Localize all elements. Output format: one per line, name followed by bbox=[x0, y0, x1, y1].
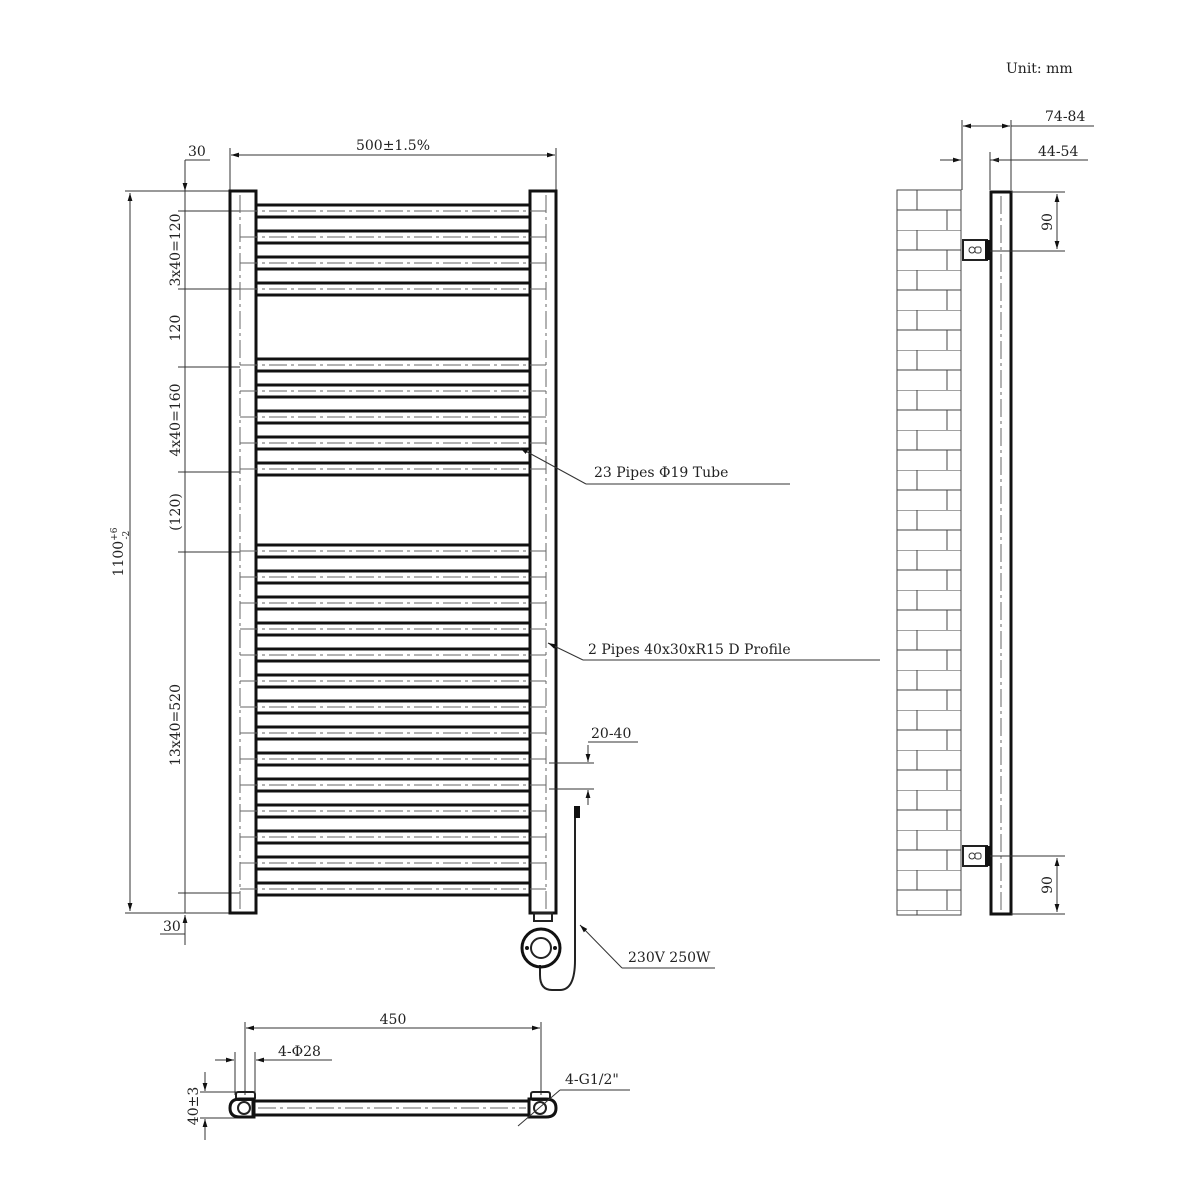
height-dimension-label: 1100+6-2 bbox=[110, 527, 132, 576]
element-offset-label: 20-40 bbox=[591, 726, 631, 742]
segment-label-2: 120 bbox=[168, 315, 184, 342]
holes-label: 4-Φ28 bbox=[278, 1044, 321, 1060]
wall-bracket-top bbox=[962, 239, 990, 261]
brick-wall bbox=[896, 189, 962, 916]
right-column bbox=[528, 189, 558, 915]
profile-callout: 2 Pipes 40x30xR15 D Profile bbox=[588, 642, 791, 658]
element-callout: 230V 250W bbox=[628, 950, 711, 966]
depth-outer-label: 74-84 bbox=[1045, 109, 1085, 125]
segment-label-4: (120) bbox=[168, 493, 184, 531]
depth-inner-label: 44-54 bbox=[1038, 144, 1078, 160]
bottom-offset-label: 30 bbox=[163, 919, 181, 935]
side-column bbox=[989, 190, 1013, 916]
thread-label: 4-G1/2" bbox=[565, 1072, 619, 1088]
side-view: 74-84 44-54 90 90 bbox=[896, 109, 1094, 916]
offset-label: 40±3 bbox=[186, 1087, 202, 1125]
bracket-top-label: 90 bbox=[1040, 213, 1056, 231]
left-valve bbox=[228, 1091, 256, 1119]
tubes-callout: 23 Pipes Φ19 Tube bbox=[594, 465, 728, 481]
front-view: 500±1.5% 30 1100+6-2 3x40=120 120 4x40=1… bbox=[110, 138, 880, 991]
wall-bracket-bottom bbox=[962, 845, 990, 867]
unit-label: Unit: mm bbox=[1006, 61, 1073, 77]
horizontal-tubes bbox=[240, 203, 546, 897]
bracket-bottom-label: 90 bbox=[1040, 876, 1056, 894]
segment-label-3: 4x40=160 bbox=[168, 383, 184, 456]
heating-element bbox=[520, 806, 580, 991]
centers-label: 450 bbox=[380, 1012, 407, 1028]
top-offset-label: 30 bbox=[188, 144, 206, 160]
top-view: 450 4-Φ28 40±3 4-G1/2" bbox=[186, 1012, 630, 1140]
segment-label-1: 3x40=120 bbox=[168, 213, 184, 286]
segment-label-5: 13x40=520 bbox=[168, 684, 184, 766]
right-valve bbox=[527, 1091, 558, 1119]
width-dimension-label: 500±1.5% bbox=[356, 138, 430, 154]
